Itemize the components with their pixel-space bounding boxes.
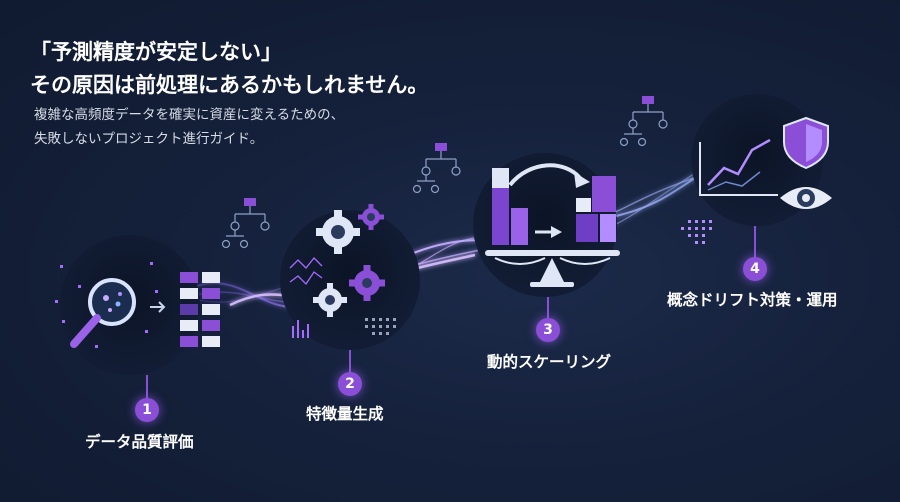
dot-matrix-icon (365, 318, 396, 335)
step-3-illustration (473, 153, 620, 297)
step-3-connector (547, 297, 549, 319)
step-2-badge: 2 (338, 372, 362, 396)
subtitle-line-1: 複雑な高頻度データを確実に資産に変えるための、 (34, 107, 345, 123)
scattered-data-particles (55, 262, 158, 348)
trend-chart-icon (699, 138, 778, 196)
data-grid-icon (180, 272, 220, 347)
arrow-right-icon (150, 301, 166, 313)
step-4-connector (754, 226, 756, 258)
step-2-connector (349, 350, 351, 374)
tree-diagram-icon (221, 198, 270, 249)
subtitle: 複雑な高頻度データを確実に資産に変えるための、 失敗しないプロジェクト進行ガイド… (34, 103, 344, 151)
shield-icon (783, 116, 829, 170)
step-2-illustration (280, 204, 420, 350)
headline-line-2: その原因は前処理にあるかもしれません。 (30, 73, 429, 97)
headline: 「予測精度が安定しない」 その原因は前処理にあるかもしれません。 (30, 36, 428, 102)
step-1-badge: 1 (135, 398, 159, 422)
eye-icon (780, 187, 832, 209)
step-3-badge: 3 (536, 318, 560, 342)
step-2-label: 特徴量生成 (306, 405, 384, 423)
dot-matrix-icon (681, 220, 712, 244)
step-3-label: 動的スケーリング (487, 353, 612, 371)
step-1-connector (146, 375, 148, 399)
mini-chart-icon (289, 257, 323, 286)
gear-icon (316, 210, 360, 254)
bar-sparkline-icon (292, 320, 309, 338)
step-4-badge: 4 (743, 257, 767, 281)
gear-icon (358, 204, 384, 230)
step-1-label: データ品質評価 (85, 433, 194, 451)
light-stream (169, 139, 761, 308)
magnifier-icon (70, 278, 136, 348)
step-1-illustration (55, 235, 220, 375)
tree-diagram-icon (619, 96, 668, 147)
headline-line-1: 「予測精度が安定しない」 (30, 40, 282, 64)
step-4-label: 概念ドリフト対策・運用 (667, 291, 838, 309)
gear-icon (313, 283, 347, 317)
step-4-illustration (681, 94, 832, 244)
tree-diagram-icon (412, 143, 461, 194)
gear-icon (349, 265, 385, 301)
balance-scale-icon (485, 163, 620, 287)
subtitle-line-2: 失敗しないプロジェクト進行ガイド。 (34, 131, 264, 147)
